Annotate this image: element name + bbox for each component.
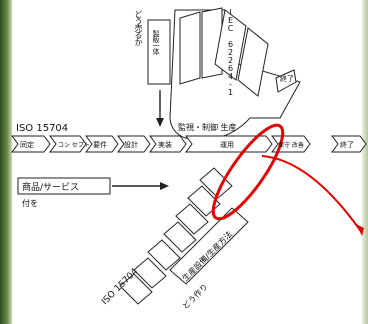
step-identify: 同定 [20, 140, 34, 150]
left-item-how-to-sell: どう売るか [133, 10, 144, 45]
goods-sub-label: 付を [22, 198, 38, 209]
step-design: 設計 [124, 140, 138, 150]
step-concept: コン セプト [58, 140, 90, 149]
step-implement: 実装 [158, 140, 172, 150]
iso-top-label: ISO 15704 [16, 123, 68, 134]
center-label: 監視・制御 生産 [178, 122, 237, 133]
left-item-integrated: 製販一体 [151, 30, 161, 54]
top-end-label: 終了 [280, 74, 294, 84]
step-end: 終了 [340, 140, 354, 150]
goods-service-label: 商品/サービス [22, 180, 79, 193]
step-operation: 運用 [220, 140, 234, 150]
step-maintenance: 保守 改善 [278, 140, 304, 149]
iec-label: IEC 62264-1 [226, 8, 235, 96]
step-requirements: 要件 [93, 140, 107, 150]
